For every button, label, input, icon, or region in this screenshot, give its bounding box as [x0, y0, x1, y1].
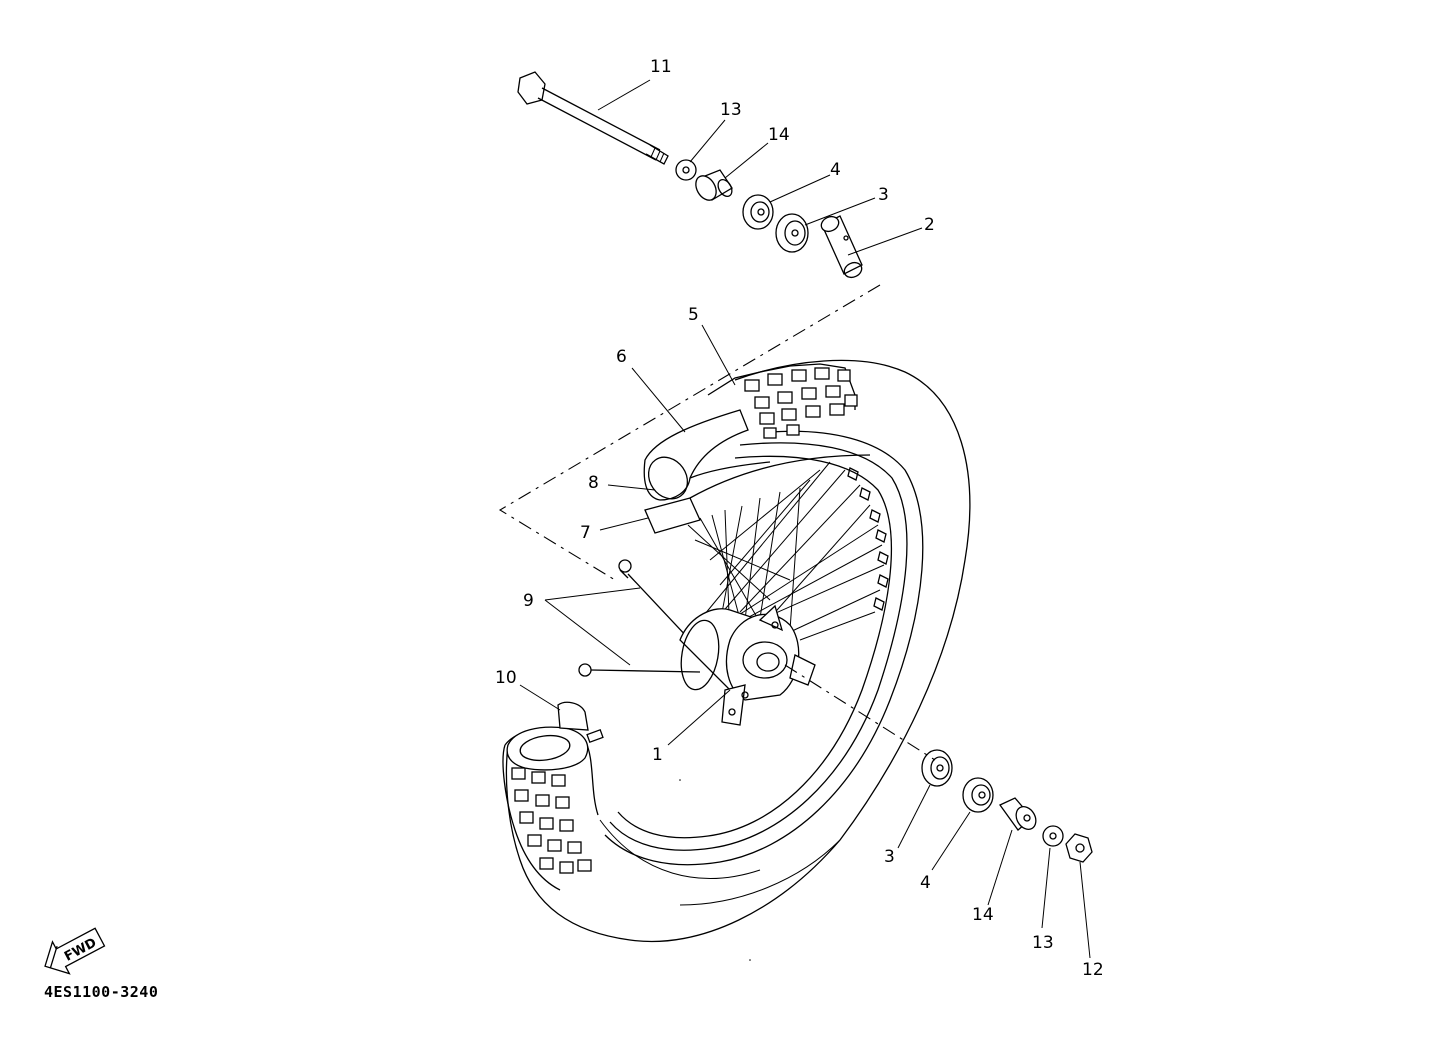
inner-tube: [643, 409, 771, 501]
callout-8: 8: [588, 473, 599, 493]
callout-2: 2: [924, 215, 935, 235]
hub: [679, 604, 816, 726]
rim-lock: [557, 701, 604, 743]
callout-3-bottom: 3: [884, 847, 895, 867]
callout-13-top: 13: [720, 100, 742, 120]
bearing-bottom: [962, 777, 994, 813]
callout-4-bottom: 4: [920, 873, 931, 893]
spacer-2: [820, 215, 863, 279]
callout-1: 1: [652, 745, 663, 765]
callout-numbers: 11 13 14 4 3 2 5 6 8 7 9 10 1 3 4 14 13 …: [495, 57, 1104, 980]
bearing-top: [742, 194, 774, 230]
callout-4-top: 4: [830, 160, 841, 180]
inner-tube-cutaway: [506, 726, 589, 771]
forward-arrow-icon: FWD: [44, 927, 106, 975]
callout-10: 10: [495, 668, 517, 688]
callout-9: 9: [523, 591, 534, 611]
assembly-centerlines: [498, 284, 936, 761]
callout-14-bottom: 14: [972, 905, 994, 925]
oil-seal-bottom: [921, 749, 953, 787]
axle-nut: [1065, 833, 1093, 863]
tire: [502, 359, 971, 943]
tread-pattern-top: [707, 363, 858, 439]
tread-pattern-bottom: [511, 767, 592, 874]
spacer-top: [695, 169, 733, 201]
rim-band: [644, 454, 871, 534]
speck: [749, 959, 751, 961]
callout-12: 12: [1082, 960, 1104, 980]
oil-seal-top: [775, 213, 809, 253]
callout-13-bottom: 13: [1032, 933, 1054, 953]
spacer-bottom: [999, 797, 1037, 831]
callout-7: 7: [580, 523, 591, 543]
callout-11: 11: [650, 57, 672, 77]
collar-bottom: [1042, 825, 1064, 847]
leader-lines: [519, 79, 1091, 959]
speck: [679, 779, 681, 781]
callout-6: 6: [616, 347, 627, 367]
callout-5: 5: [688, 305, 699, 325]
collar-top: [675, 159, 697, 181]
axle: [517, 71, 669, 165]
callout-3-top: 3: [878, 185, 889, 205]
callout-14-top: 14: [768, 125, 790, 145]
part-code: 4ES1100-3240: [44, 983, 159, 1001]
